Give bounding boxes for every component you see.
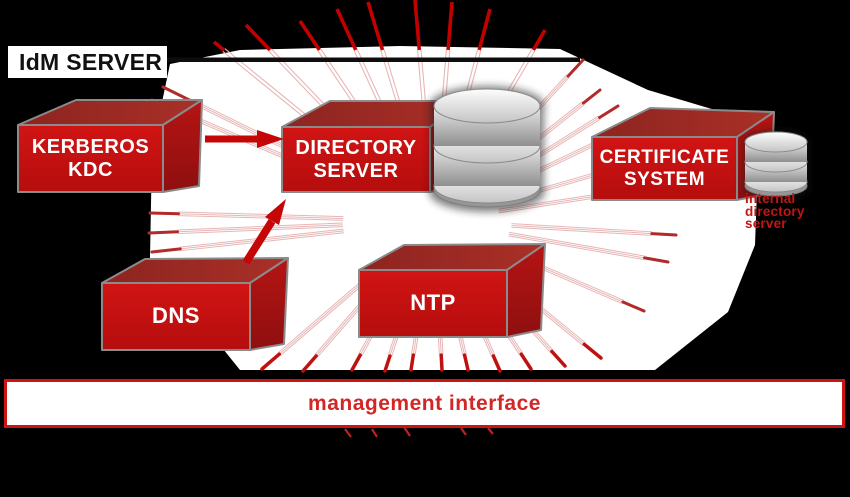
internal-dir-line3: server [745, 216, 787, 231]
arrow-up-right-icon [242, 199, 286, 265]
kerberos-kdc-box [17, 99, 203, 193]
dns-box [101, 257, 289, 351]
internal-directory-server-label: internal directory server [745, 191, 829, 231]
ntp-box [358, 243, 546, 338]
directory-server-box [281, 100, 470, 193]
ray-tips [344, 426, 494, 438]
title-rule [163, 57, 580, 62]
diagram-title: IdM SERVER [8, 46, 167, 78]
internal-dir-line2: directory [745, 203, 805, 219]
management-interface-label: management interface [308, 391, 541, 415]
arrow-right-icon [205, 130, 284, 148]
database-icon [742, 130, 810, 200]
management-interface-bar: management interface [4, 379, 845, 428]
database-icon [429, 86, 545, 212]
internal-dir-line1: internal [745, 191, 796, 206]
